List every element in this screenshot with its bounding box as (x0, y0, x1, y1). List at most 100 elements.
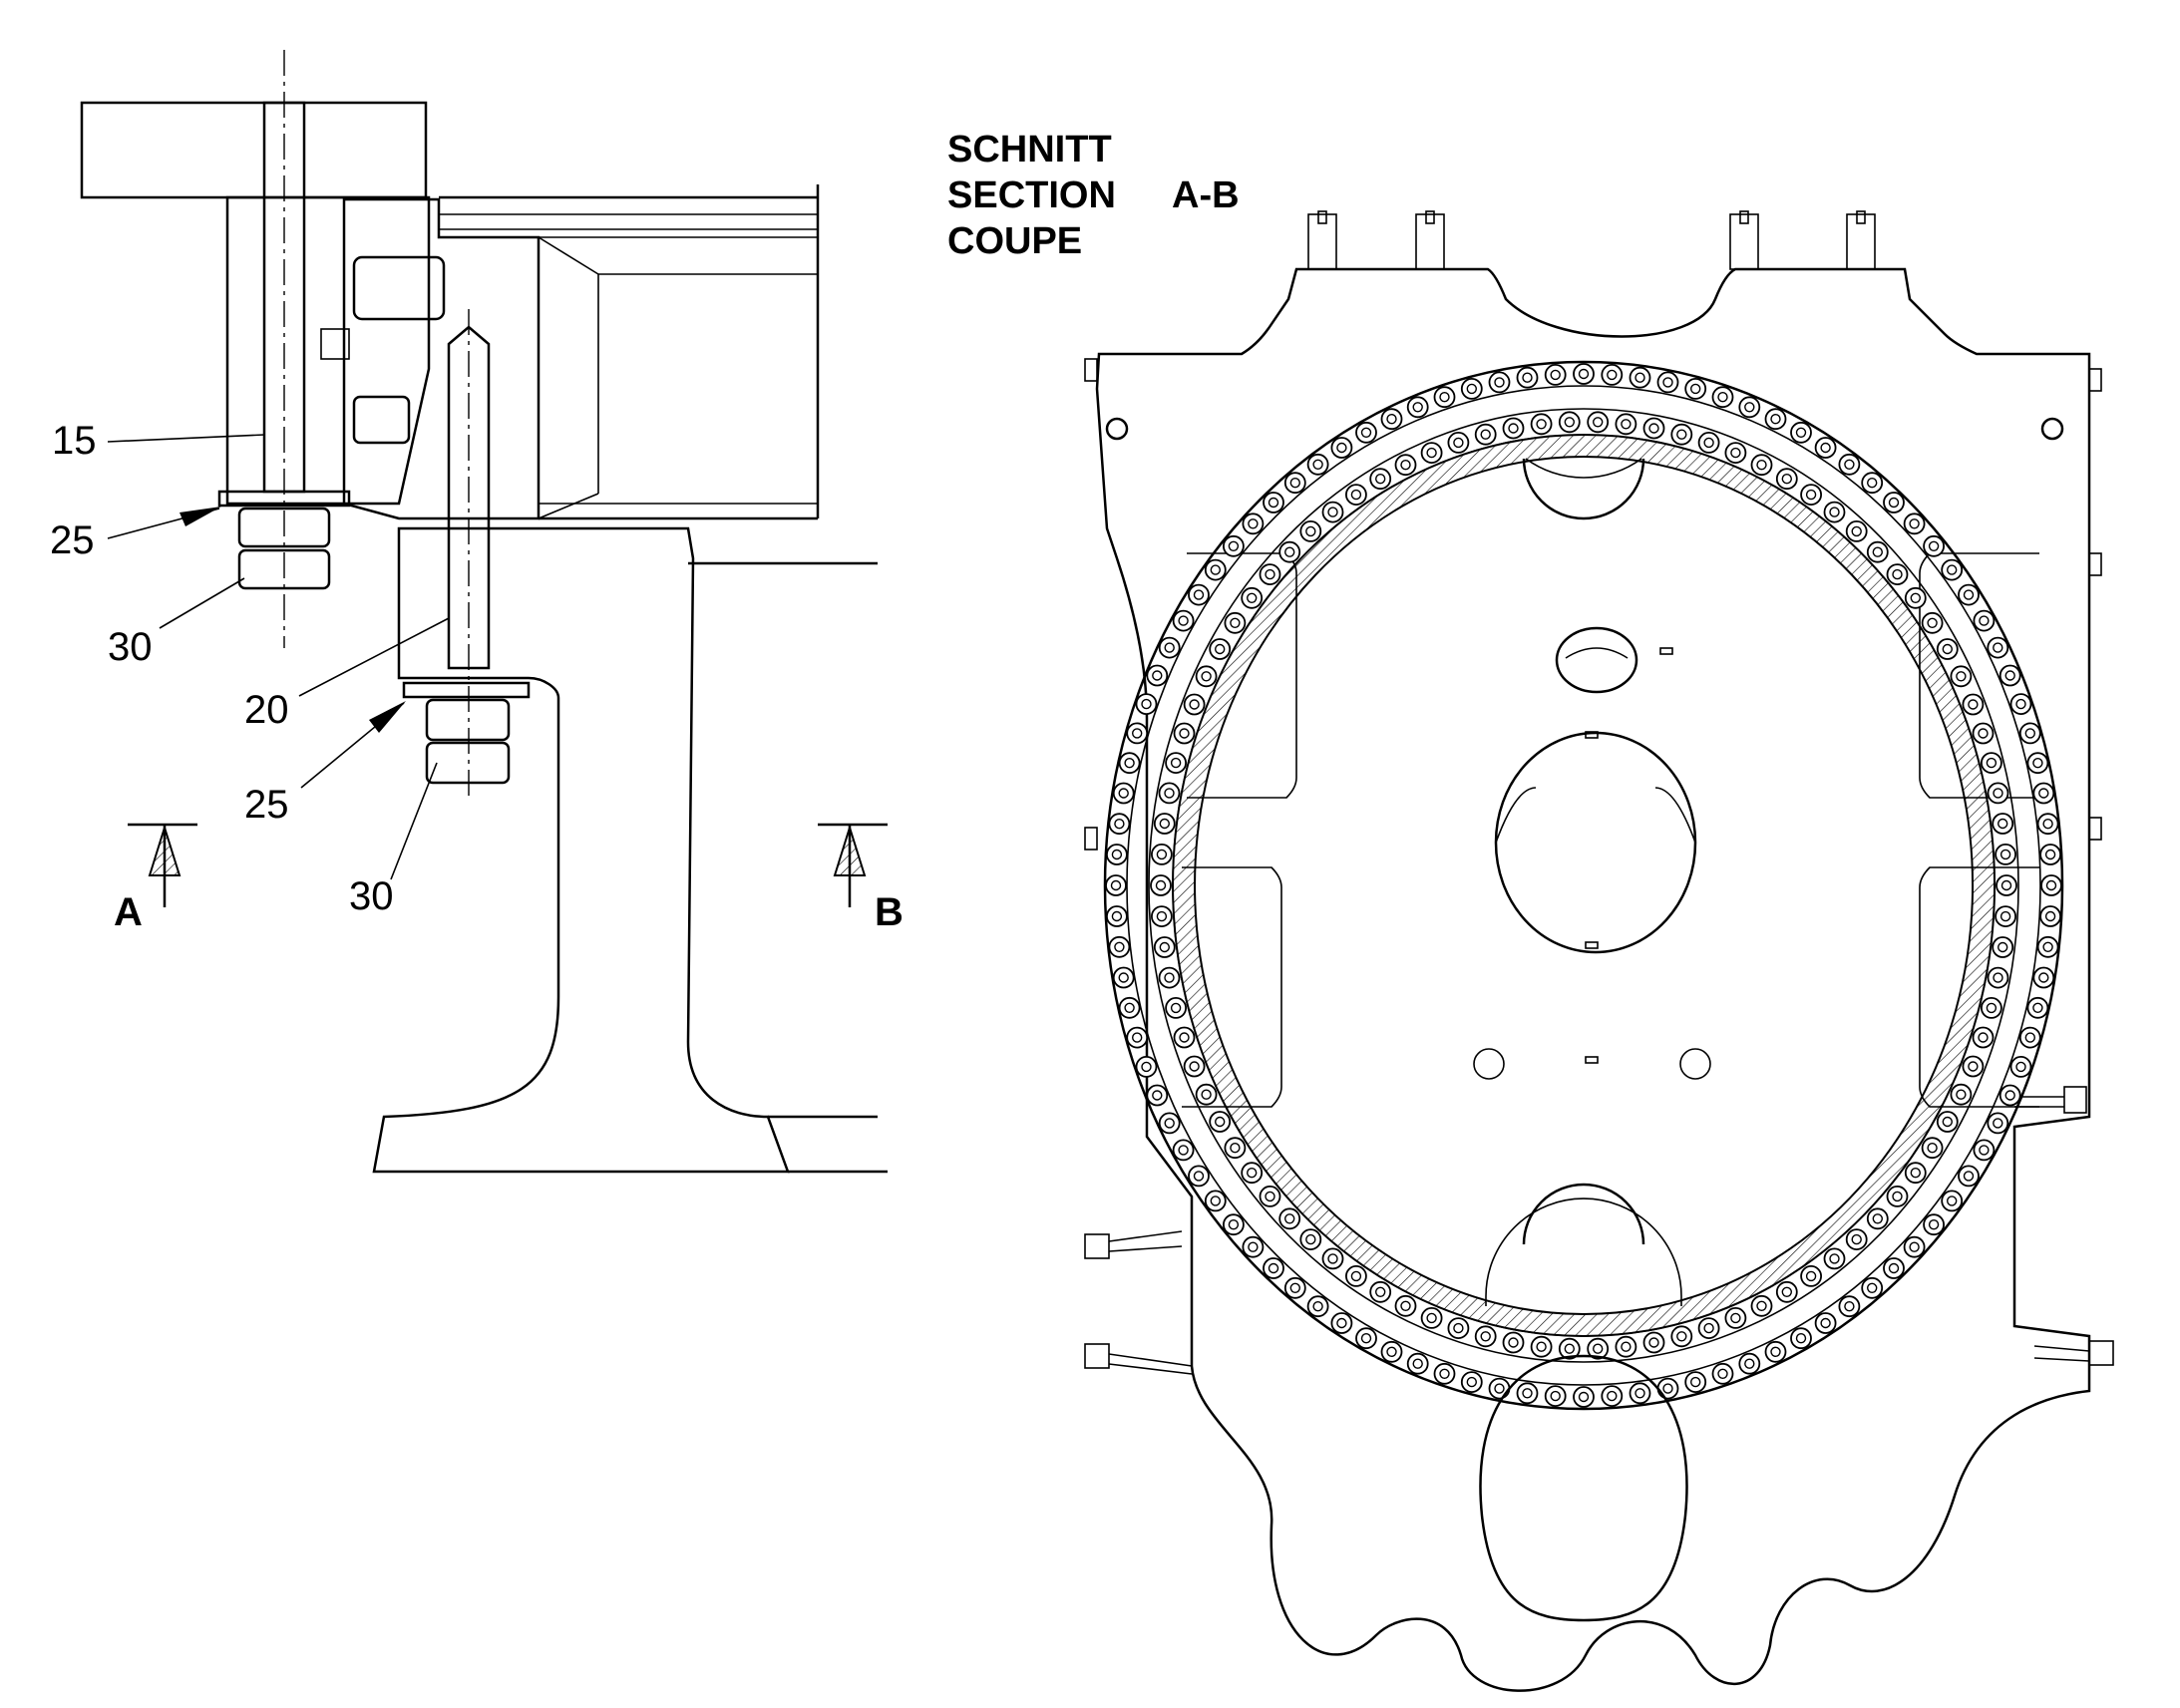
bolt-head (1394, 1294, 1417, 1317)
bolt-head (1209, 1111, 1232, 1133)
bolt-shank (2004, 1090, 2015, 1101)
bolt-head (2026, 752, 2049, 775)
bolt-shank (1892, 568, 1903, 580)
bolt-head (1972, 722, 1995, 745)
bolt-rings (1105, 363, 2062, 1408)
bolt-shank (1607, 369, 1618, 381)
bolt-head (1158, 636, 1181, 659)
callout-25b: 25 (244, 701, 406, 827)
bolt-shank (1820, 442, 1831, 454)
bolt-head (1224, 611, 1247, 634)
bolt-shank (1336, 1317, 1347, 1329)
bolt-shank (2045, 879, 2057, 891)
bolt-head (1502, 1331, 1525, 1354)
bolt-shank (1268, 1262, 1279, 1274)
bolt-shank (1805, 489, 1817, 501)
bolt-shank (1164, 972, 1175, 983)
bolt-head (1992, 813, 2014, 835)
bolt-head (1474, 423, 1497, 446)
bolt-head (2018, 1026, 2041, 1049)
callout-label-25b: 25 (244, 783, 289, 827)
bolt-shank (1289, 478, 1301, 489)
bolt-head (1750, 454, 1773, 477)
bolt-shank (1152, 670, 1163, 681)
bolt-shank (1968, 699, 1979, 710)
bolt-shank (1494, 377, 1505, 388)
bolt-head (1299, 520, 1322, 542)
bolt-shank (1717, 392, 1728, 403)
bolt-shank (1118, 788, 1129, 799)
bolt-head (1800, 484, 1822, 507)
bolt-head (1172, 609, 1195, 632)
bolt-head (1790, 1327, 1812, 1350)
bolt-head (1587, 411, 1610, 434)
section-marker-b: B (818, 823, 904, 934)
bolt-head (1573, 1386, 1595, 1408)
bolt-shank (1305, 525, 1316, 537)
bolt-shank (1997, 941, 2008, 953)
bolt-head (1241, 586, 1264, 609)
bolt-shank (2032, 758, 2043, 769)
bolt-shank (1522, 372, 1533, 383)
bolt-shank (1564, 417, 1576, 428)
bolt-shank (1246, 1167, 1258, 1179)
bolt-shank (1536, 1341, 1547, 1352)
bolt-head (1642, 417, 1665, 440)
bolt-head (1941, 1190, 1964, 1212)
bolt-head (1656, 371, 1679, 394)
bolt-head (1941, 558, 1964, 581)
bolt-shank (1910, 1167, 1922, 1179)
bolt-head (1278, 540, 1301, 563)
bolt-head (1394, 454, 1417, 477)
bolt-shank (1829, 1253, 1840, 1264)
top-lugs (1307, 210, 1876, 270)
bolt-head (1903, 512, 1926, 535)
bolt-head (1962, 1055, 1985, 1078)
bolt-shank (1360, 1332, 1372, 1344)
bolt-head (1962, 693, 1985, 716)
bolt-shank (1956, 1089, 1967, 1100)
bolt-head (1306, 1295, 1329, 1318)
section-title-line2: SECTION (947, 174, 1116, 216)
bolt-head (1146, 664, 1169, 687)
bolt-head (1558, 1337, 1581, 1360)
bolt-shank (1265, 568, 1275, 580)
bolt-head (1764, 1340, 1787, 1363)
bolt-shank (1999, 849, 2011, 860)
bolt-shank (1928, 1218, 1940, 1230)
bolt-head (1987, 782, 2009, 805)
bolt-head (1823, 1247, 1846, 1270)
bolt-shank (1963, 1171, 1975, 1182)
bolt-head (1488, 1377, 1511, 1400)
callout-30b: 30 (349, 762, 438, 918)
bolt-shank (1844, 1300, 1855, 1312)
bolt-shank (1770, 414, 1781, 425)
bolt-head (1209, 638, 1232, 660)
bolt-shank (1536, 419, 1547, 430)
callout-30a: 30 (108, 577, 245, 669)
bolt-head (1259, 1186, 1281, 1207)
bolt-head (1866, 1207, 1889, 1230)
bolt-head (1242, 512, 1265, 535)
bolt-shank (1689, 1376, 1701, 1388)
bolt-shank (1179, 728, 1190, 739)
bolt-shank (1978, 1032, 1989, 1043)
bolt-head (1883, 492, 1905, 513)
bolt-head (1973, 1139, 1996, 1162)
bolt-shank (1703, 437, 1714, 449)
bolt-head (1299, 1228, 1322, 1250)
bolt-shank (1283, 1213, 1295, 1224)
bolt-shank (1550, 1390, 1561, 1402)
bolt-shank (1170, 757, 1182, 769)
bolt-head (1380, 1340, 1403, 1363)
callout-label-30b: 30 (349, 874, 394, 918)
bolt-head (1838, 1295, 1861, 1318)
bolt-head (1188, 583, 1210, 606)
bolt-head (1995, 844, 2016, 865)
bolt-head (1642, 1331, 1665, 1354)
bolt-shank (1265, 1191, 1275, 1202)
bolt-head (1936, 1111, 1959, 1133)
bolt-shank (1189, 1061, 1200, 1072)
bolt-shank (1228, 1218, 1240, 1230)
bolt-head (1573, 363, 1595, 385)
